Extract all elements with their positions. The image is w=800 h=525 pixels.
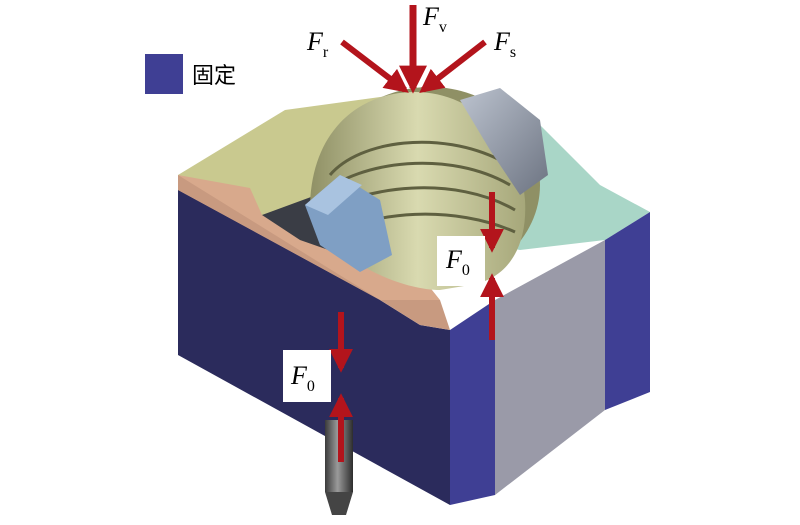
side-face-left-blue [450, 300, 495, 505]
wheel-groove-1 [328, 140, 501, 176]
f0-lower-box [283, 350, 331, 402]
hub-left-top [305, 175, 362, 215]
label-f0-lower: F0 [290, 361, 315, 395]
front-face [178, 190, 450, 505]
label-fs: Fs [493, 27, 516, 61]
arrow-fs [419, 39, 487, 93]
hub-right [460, 88, 548, 195]
pin-tip [325, 492, 353, 515]
side-face-right-blue [605, 212, 650, 410]
label-fr: Fr [306, 27, 329, 61]
grey-band [495, 240, 605, 495]
legend-label: 固定 [192, 64, 236, 89]
label-fv: Fv [422, 2, 447, 36]
arrow-fr [340, 39, 409, 93]
f0-upper-box [437, 236, 485, 286]
label-f0-upper: F0 [445, 245, 470, 279]
legend-swatch [145, 54, 183, 94]
front-top-trim [178, 175, 450, 330]
